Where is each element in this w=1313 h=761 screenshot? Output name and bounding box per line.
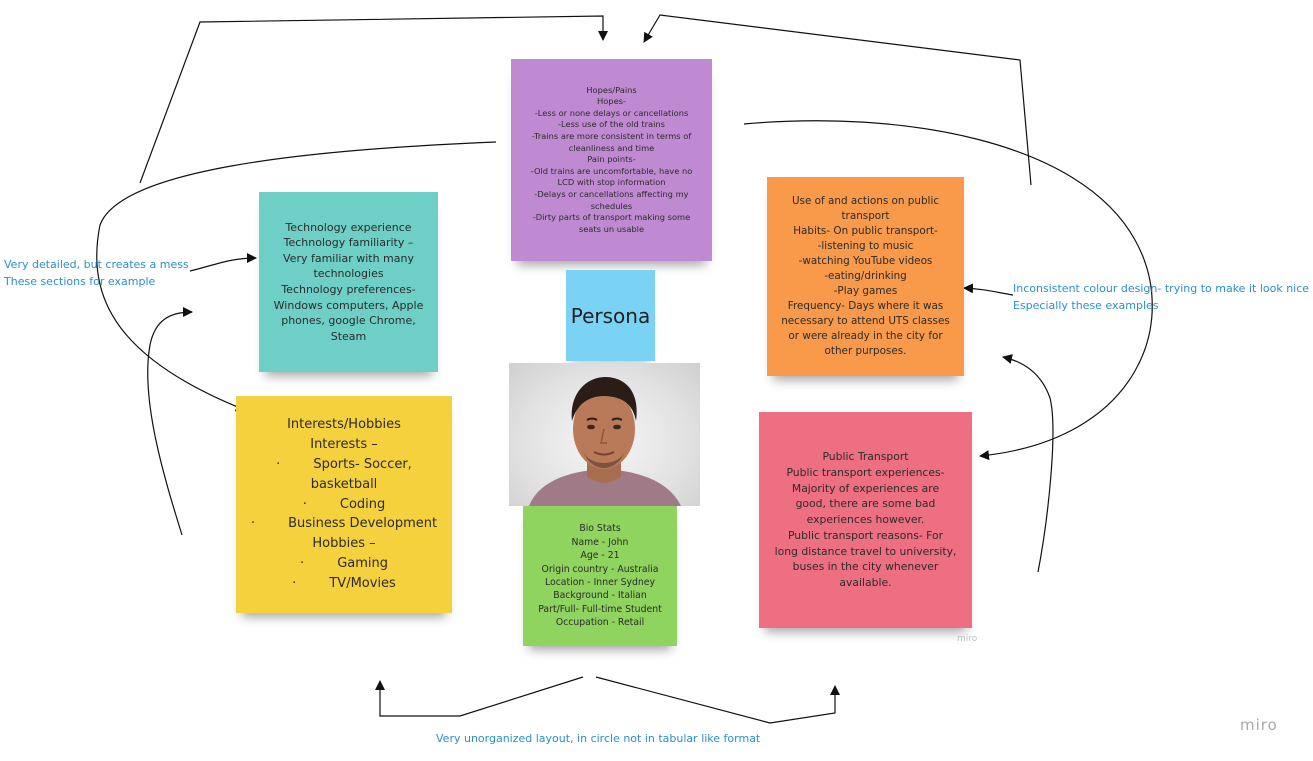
portrait-image xyxy=(529,377,681,506)
note-line: Public transport experiences- xyxy=(786,465,945,479)
note-line: Very familiar with many xyxy=(283,251,414,265)
note-line: Majority of experiences are xyxy=(791,481,940,495)
comment-line: Very unorganized layout, in circle not i… xyxy=(436,732,761,745)
note-line: -listening to music xyxy=(817,240,914,252)
note-line: LCD with stop information xyxy=(557,177,666,188)
note-line: Public Transport xyxy=(822,449,909,463)
note-line: experiences however. xyxy=(806,513,925,527)
note-line: Steam xyxy=(330,329,367,343)
note-line: transport xyxy=(841,210,890,222)
note-line: -eating/drinking xyxy=(824,270,907,282)
note-line: Use of and actions on public xyxy=(791,195,940,207)
note-line: Technology familiarity – xyxy=(283,236,414,250)
note-line: Technology preferences- xyxy=(281,283,416,296)
arrow-top-right xyxy=(643,14,1032,186)
arrow-top-left xyxy=(139,15,608,184)
note-line: Interests/Hobbies xyxy=(287,417,401,433)
note-line: basketball xyxy=(310,476,378,492)
public-transport-use-note[interactable]: Use of and actions on public transport H… xyxy=(767,177,964,376)
note-line: Technology experience xyxy=(285,220,412,234)
comment-line: Very detailed, but creates a mess xyxy=(4,258,189,271)
note-line: Name - John xyxy=(571,536,629,548)
note-line: Background - Italian xyxy=(553,590,647,602)
arrow-bottom-left xyxy=(375,676,584,717)
arrow-bottom-right xyxy=(595,676,840,724)
arrow-right-to-orange-bottom xyxy=(1002,354,1054,573)
arrow-left-to-tech-bottom xyxy=(147,307,193,536)
comment-bottom[interactable]: Very unorganized layout, in circle not i… xyxy=(436,730,760,747)
hopes-pains-note[interactable]: Hopes/Pains Hopes- -Less or none delays … xyxy=(511,59,712,261)
arrow-loop-left-to-hopes xyxy=(96,141,497,412)
note-line: · Gaming xyxy=(300,555,388,571)
note-line: -Dirty parts of transport making some xyxy=(532,212,691,223)
note-line: Hopes/Pains xyxy=(586,84,637,95)
note-line: long distance travel to university, xyxy=(774,544,957,558)
arrow-loop-right xyxy=(743,120,1153,461)
technology-experience-note[interactable]: Technology experience Technology familia… xyxy=(259,192,438,372)
note-line: Part/Full- Full-time Student xyxy=(538,603,662,615)
comment-line: These sections for example xyxy=(4,275,156,288)
note-line: technologies xyxy=(313,267,384,281)
comment-line: Especially these examples xyxy=(1013,299,1159,312)
interests-hobbies-note[interactable]: Interests/Hobbies Interests – · Sports- … xyxy=(236,396,452,613)
note-line: · Coding xyxy=(302,496,386,512)
persona-photo[interactable] xyxy=(509,363,700,506)
note-line: Bio Stats xyxy=(579,523,621,535)
comment-left[interactable]: Very detailed, but creates a mess These … xyxy=(4,256,189,290)
arrow-comment-right-to-orange xyxy=(963,283,1014,296)
note-line: Age - 21 xyxy=(580,550,620,562)
note-line: Origin country - Australia xyxy=(541,563,659,575)
note-line: necessary to attend UTS classes xyxy=(781,315,950,327)
arrow-comment-left-to-tech xyxy=(189,253,257,272)
note-line: Frequency- Days where it was xyxy=(787,300,944,312)
note-line: -Old trains are uncomfortable, have no xyxy=(530,165,693,176)
comment-line: Inconsistent colour design- trying to ma… xyxy=(1013,282,1310,295)
note-line: cleanliness and time xyxy=(568,142,655,153)
note-line: Habits- On public transport- xyxy=(793,225,938,237)
note-line: phones, google Chrome, xyxy=(281,314,416,328)
note-line: other purposes. xyxy=(824,345,907,357)
note-line: Interests – xyxy=(310,437,378,453)
note-line: -watching YouTube videos xyxy=(798,255,933,267)
note-line: Pain points- xyxy=(587,154,636,165)
note-line: Occupation - Retail xyxy=(555,617,645,629)
comment-right[interactable]: Inconsistent colour design- trying to ma… xyxy=(1013,280,1309,314)
note-line: · Sports- Soccer, xyxy=(276,457,412,472)
note-line: available. xyxy=(839,576,892,590)
note-line: -Play games xyxy=(833,285,898,297)
miro-watermark: miro xyxy=(1240,716,1278,734)
note-line: -Less use of the old trains xyxy=(558,119,665,130)
note-line: Hobbies – xyxy=(312,536,376,552)
persona-note[interactable]: Persona xyxy=(566,270,655,361)
note-line: good, there are some bad xyxy=(795,497,936,511)
bio-stats-note[interactable]: Bio Stats Name - John Age - 21 Origin co… xyxy=(523,506,677,646)
note-line: · Business Development xyxy=(250,516,438,532)
persona-label: Persona xyxy=(570,303,651,328)
miro-watermark-small: miro xyxy=(957,634,978,644)
note-line: -Trains are more consistent in terms of xyxy=(531,131,692,142)
note-line: buses in the city whenever xyxy=(792,560,939,574)
note-line: -Less or none delays or cancellations xyxy=(534,107,689,118)
note-line: Public transport reasons- For xyxy=(787,528,944,542)
public-transport-note[interactable]: Public Transport Public transport experi… xyxy=(759,412,972,628)
note-line: · TV/Movies xyxy=(292,575,396,591)
note-line: seats un usable xyxy=(578,223,645,234)
note-line: or were already in the city for xyxy=(788,330,943,342)
note-line: Hopes- xyxy=(596,96,626,107)
note-line: Windows computers, Apple xyxy=(273,298,424,312)
note-line: schedules xyxy=(590,200,633,211)
note-line: Location - Inner Sydney xyxy=(544,577,656,588)
note-line: -Delays or cancellations affecting my xyxy=(534,188,689,199)
